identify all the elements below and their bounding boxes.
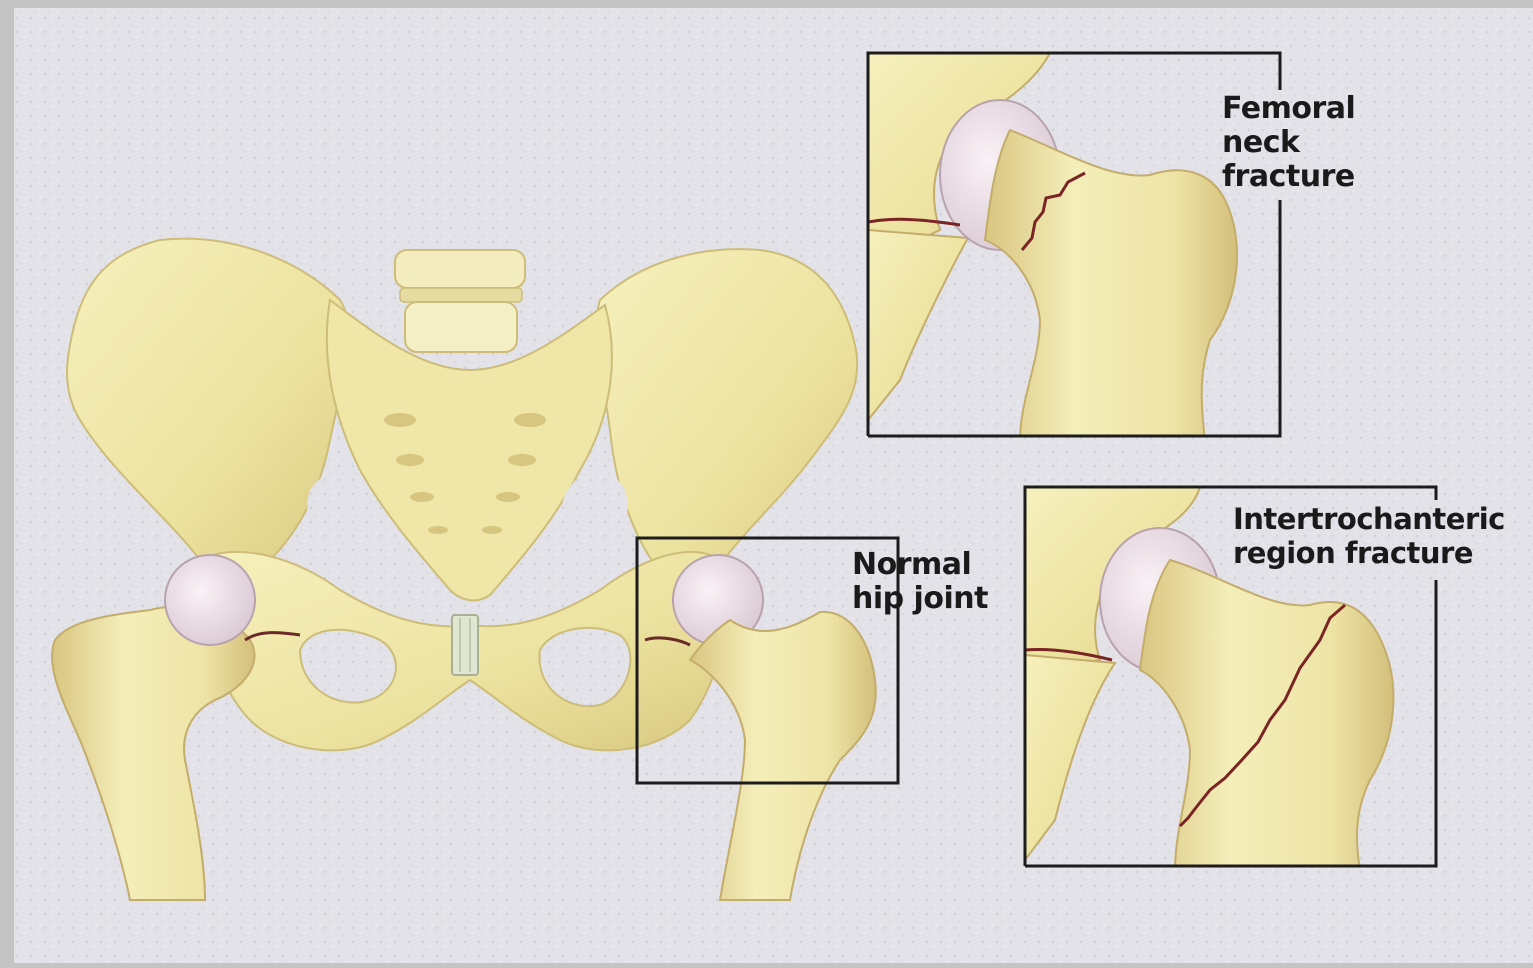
femoral-neck-fracture-label: Femoral neck fracture <box>1222 92 1355 194</box>
normal-hip-joint-label: Normal hip joint <box>852 548 988 616</box>
intertrochanteric-fracture-label: Intertrochanteric region fracture <box>1233 502 1505 570</box>
left-femoral-head <box>165 555 255 645</box>
pubic-symphysis <box>452 615 478 675</box>
femoral-neck-fracture-inset <box>868 53 1280 440</box>
lumbar-vertebra <box>395 250 525 352</box>
